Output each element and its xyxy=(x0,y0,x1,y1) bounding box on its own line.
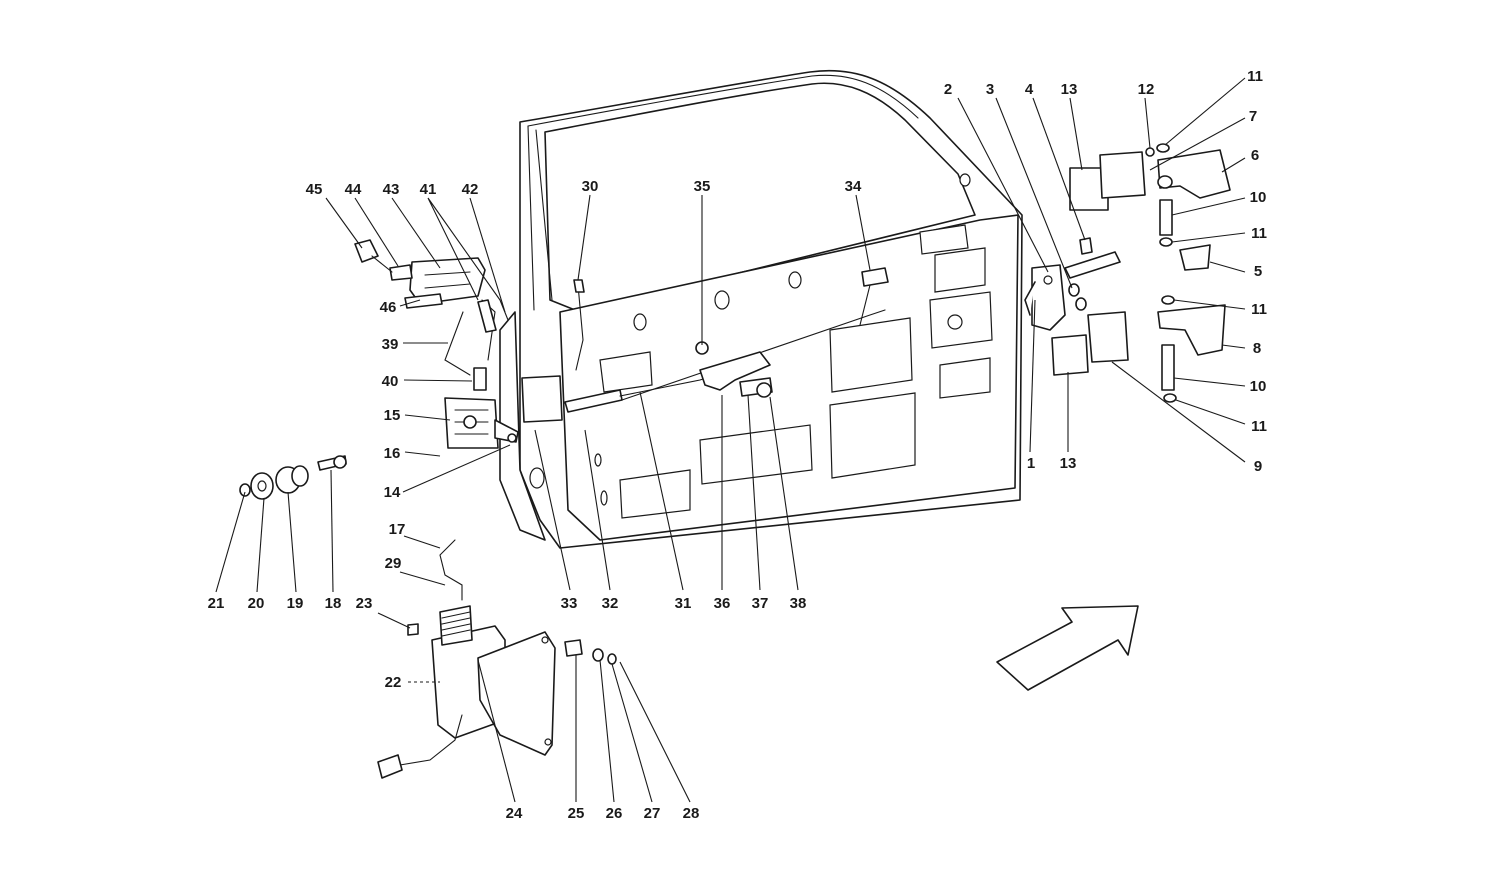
callout-9: 9 xyxy=(1254,458,1262,475)
callout-30: 30 xyxy=(582,178,599,195)
callout-8: 8 xyxy=(1253,340,1261,357)
callout-10a: 10 xyxy=(1250,189,1267,206)
callout-37: 37 xyxy=(752,595,769,612)
callout-41: 41 xyxy=(420,181,437,198)
callout-6: 6 xyxy=(1251,147,1259,164)
callout-32: 32 xyxy=(602,595,619,612)
callout-42: 42 xyxy=(462,181,479,198)
callout-16: 16 xyxy=(384,445,401,462)
callout-13b: 13 xyxy=(1060,455,1077,472)
callout-35: 35 xyxy=(694,178,711,195)
callout-15: 15 xyxy=(384,407,401,424)
callout-labels: 1 2 3 4 5 6 7 8 9 10 10 11 11 11 11 11 1… xyxy=(208,68,1267,822)
direction-arrow xyxy=(996,605,1139,691)
callout-43: 43 xyxy=(383,181,400,198)
central-locking-actuator xyxy=(377,539,617,779)
leader-lines xyxy=(215,77,1246,803)
callout-11b: 11 xyxy=(1251,225,1267,242)
callout-11a: 11 xyxy=(1247,68,1263,85)
callout-5: 5 xyxy=(1254,263,1262,280)
callout-1: 1 xyxy=(1027,455,1035,472)
hinge-assembly xyxy=(1024,143,1231,403)
callout-18: 18 xyxy=(325,595,342,612)
callout-31: 31 xyxy=(675,595,692,612)
callout-36: 36 xyxy=(714,595,731,612)
callout-14: 14 xyxy=(384,484,401,501)
callout-4: 4 xyxy=(1025,81,1034,98)
stop-bumper-parts xyxy=(239,455,347,500)
callout-25: 25 xyxy=(568,805,585,822)
callout-10b: 10 xyxy=(1250,378,1267,395)
door-panel xyxy=(499,69,1023,549)
callout-45: 45 xyxy=(306,181,323,198)
callout-11d: 11 xyxy=(1251,418,1267,435)
callout-2: 2 xyxy=(944,81,952,98)
callout-34: 34 xyxy=(845,178,862,195)
callout-24: 24 xyxy=(506,805,523,822)
callout-40: 40 xyxy=(382,373,399,390)
inner-handle-assembly xyxy=(564,267,889,413)
callout-46: 46 xyxy=(380,299,397,316)
outer-handle-assembly xyxy=(354,239,509,391)
callout-19: 19 xyxy=(287,595,304,612)
callout-13a: 13 xyxy=(1061,81,1078,98)
callout-23: 23 xyxy=(356,595,373,612)
callout-29: 29 xyxy=(385,555,402,572)
callout-44: 44 xyxy=(345,181,362,198)
callout-17: 17 xyxy=(389,521,406,538)
callout-38: 38 xyxy=(790,595,807,612)
callout-33: 33 xyxy=(561,595,578,612)
callout-20: 20 xyxy=(248,595,265,612)
callout-12: 12 xyxy=(1138,81,1155,98)
callout-11c: 11 xyxy=(1251,301,1267,318)
callout-22: 22 xyxy=(385,674,402,691)
callout-3: 3 xyxy=(986,81,994,98)
callout-26: 26 xyxy=(606,805,623,822)
callout-39: 39 xyxy=(382,336,399,353)
callout-7: 7 xyxy=(1249,108,1257,125)
callout-28: 28 xyxy=(683,805,700,822)
door-latch-assembly xyxy=(444,397,519,449)
callout-21: 21 xyxy=(208,595,225,612)
callout-27: 27 xyxy=(644,805,661,822)
